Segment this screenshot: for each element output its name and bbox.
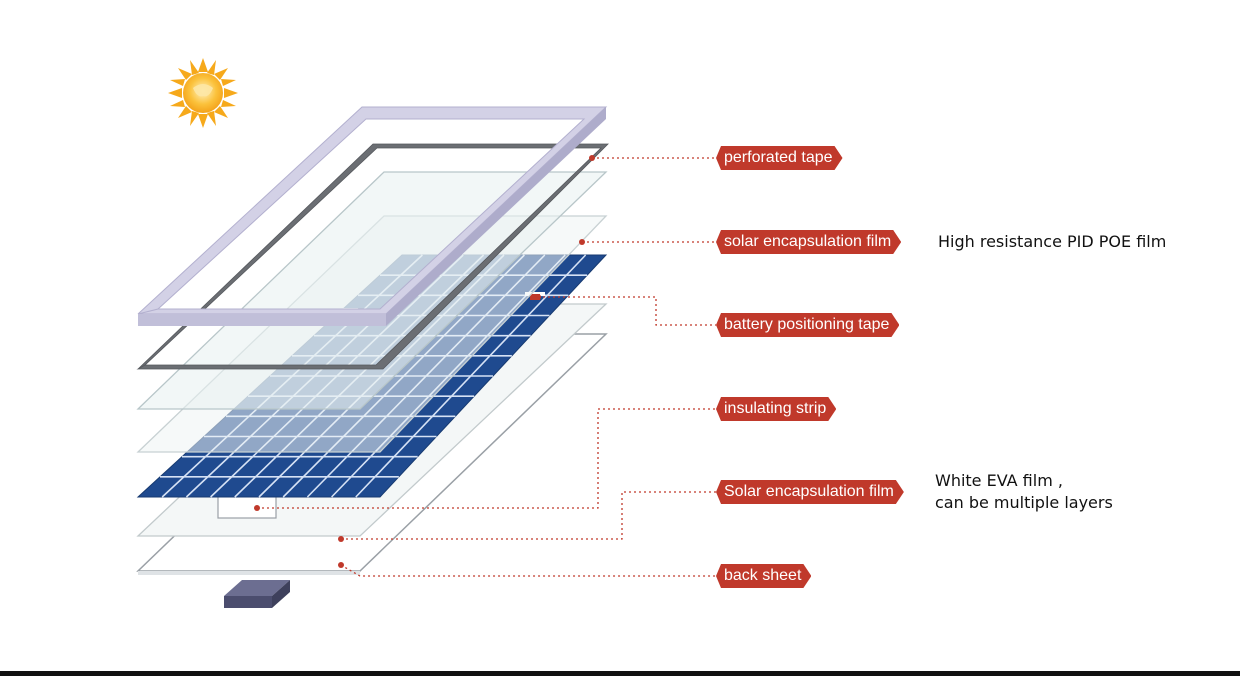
- junction-box-icon: [224, 580, 290, 608]
- desc-top-film-text: High resistance PID POE film: [938, 232, 1167, 251]
- desc-top-film: High resistance PID POE film: [938, 231, 1166, 253]
- aluminium-frame: [137, 106, 608, 326]
- glass-layer: [136, 171, 608, 410]
- label-insulating-strip: insulating strip: [716, 397, 836, 421]
- leader-solar-film-bottom: [341, 491, 716, 540]
- label-back-sheet: back sheet: [716, 564, 811, 588]
- label-perforated-tape: perforated tape: [716, 146, 843, 170]
- sun-icon: [168, 58, 238, 128]
- leader-back-sheet: [340, 564, 716, 577]
- label-solar-film-bottom: Solar encapsulation film: [716, 480, 904, 504]
- insulating-strip-piece: [217, 495, 277, 519]
- label-solar-film-top: solar encapsulation film: [716, 230, 901, 254]
- desc-bottom-film: White EVA film , can be multiple layers: [935, 470, 1113, 514]
- label-battery-tape: battery positioning tape: [716, 313, 899, 337]
- leader-insulating-strip: [257, 408, 716, 509]
- leader-battery-tape: [538, 296, 716, 326]
- perforated-tape-layer: [136, 143, 609, 370]
- bottom-border: [0, 671, 1240, 676]
- desc-bottom-film-line1: White EVA film ,: [935, 471, 1063, 490]
- desc-bottom-film-line2: can be multiple layers: [935, 493, 1113, 512]
